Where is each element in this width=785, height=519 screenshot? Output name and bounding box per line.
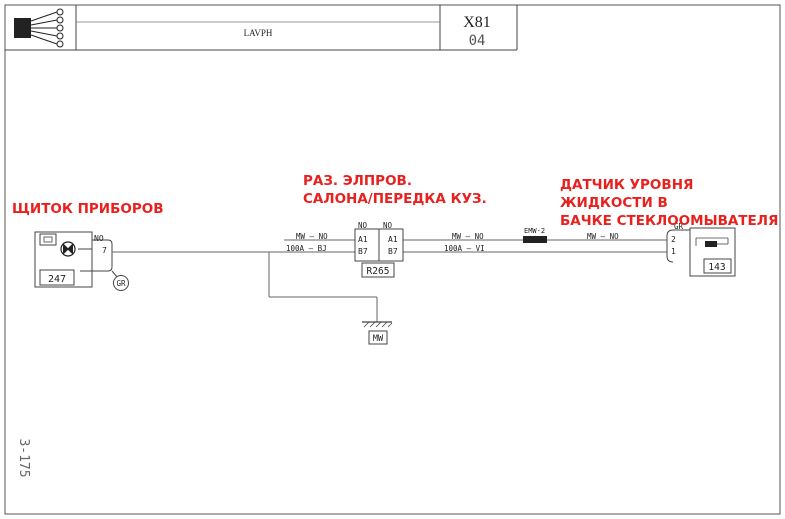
wire-label-mid-bottom: 100A — VI bbox=[444, 244, 485, 253]
callout-connector-line1: РАЗ. ЭЛПРОВ. bbox=[303, 173, 412, 189]
callout-instrument-panel: ЩИТОК ПРИБОРОВ bbox=[12, 200, 164, 218]
sensor-pin-2: 2 bbox=[671, 235, 676, 244]
wire-label-left-bottom: 100A — BJ bbox=[286, 244, 327, 253]
connector-r265: NO NO A1 B7 A1 B7 R265 bbox=[354, 221, 404, 278]
callout-instrument-panel-text: ЩИТОК ПРИБОРОВ bbox=[12, 201, 164, 217]
instrument-panel-component: 247 NO 7 GR bbox=[34, 231, 129, 291]
instrument-panel-wire-label: NO bbox=[94, 234, 104, 243]
instrument-panel-ground-tag: GR bbox=[116, 279, 126, 288]
splice-label: EMW-2 bbox=[524, 227, 545, 235]
float-switch-icon bbox=[695, 237, 729, 247]
connector-left-color: NO bbox=[358, 221, 368, 230]
connector-id: R265 bbox=[367, 266, 390, 277]
callout-connector-line2: САЛОНА/ПЕРЕДКА КУЗ. bbox=[303, 191, 487, 207]
wire-label-mid-top: MW — NO bbox=[452, 232, 484, 241]
title-block: LAVPH X81 04 bbox=[5, 5, 518, 51]
splice-emw-2: EMW-2 bbox=[523, 227, 547, 243]
sensor-color: GR bbox=[674, 222, 684, 231]
header-code: X81 bbox=[463, 14, 491, 31]
sheet-number: 3-175 bbox=[16, 438, 31, 477]
connector-left-pin-b7: B7 bbox=[358, 247, 368, 256]
ground-symbol: MW bbox=[362, 321, 393, 345]
instrument-panel-pin: 7 bbox=[102, 246, 107, 255]
instrument-panel-number: 247 bbox=[48, 274, 66, 285]
sensor-number: 143 bbox=[708, 262, 725, 273]
connector-right-color: NO bbox=[383, 221, 393, 230]
header-center-label: LAVPH bbox=[244, 28, 273, 38]
connector-right-pin-a1: A1 bbox=[388, 235, 398, 244]
callout-sensor-line1: ДАТЧИК УРОВНЯ ЖИДКОСТИ В bbox=[560, 177, 694, 211]
connector-logo-icon bbox=[14, 8, 64, 48]
sensor-pin-1: 1 bbox=[671, 247, 676, 256]
callout-sensor: ДАТЧИК УРОВНЯ ЖИДКОСТИ В БАЧКЕ СТЕКЛООМЫ… bbox=[560, 176, 785, 230]
wire-label-left-top: MW — NO bbox=[296, 232, 328, 241]
connector-left-pin-a1: A1 bbox=[358, 235, 368, 244]
callout-sensor-line2: БАЧКЕ СТЕКЛООМЫВАТЕЛЯ bbox=[560, 213, 779, 229]
ground-tag: MW bbox=[373, 334, 384, 344]
callout-connector: РАЗ. ЭЛПРОВ. САЛОНА/ПЕРЕДКА КУЗ. bbox=[303, 172, 487, 208]
connector-right-pin-b7: B7 bbox=[388, 247, 398, 256]
header-revision: 04 bbox=[469, 33, 486, 49]
washer-level-sensor-component: GR 2 1 143 bbox=[666, 222, 736, 277]
wire-label-right-top: MW — NO bbox=[587, 232, 619, 241]
drawing-frame bbox=[4, 4, 781, 515]
warning-lamp-icon bbox=[60, 241, 76, 257]
